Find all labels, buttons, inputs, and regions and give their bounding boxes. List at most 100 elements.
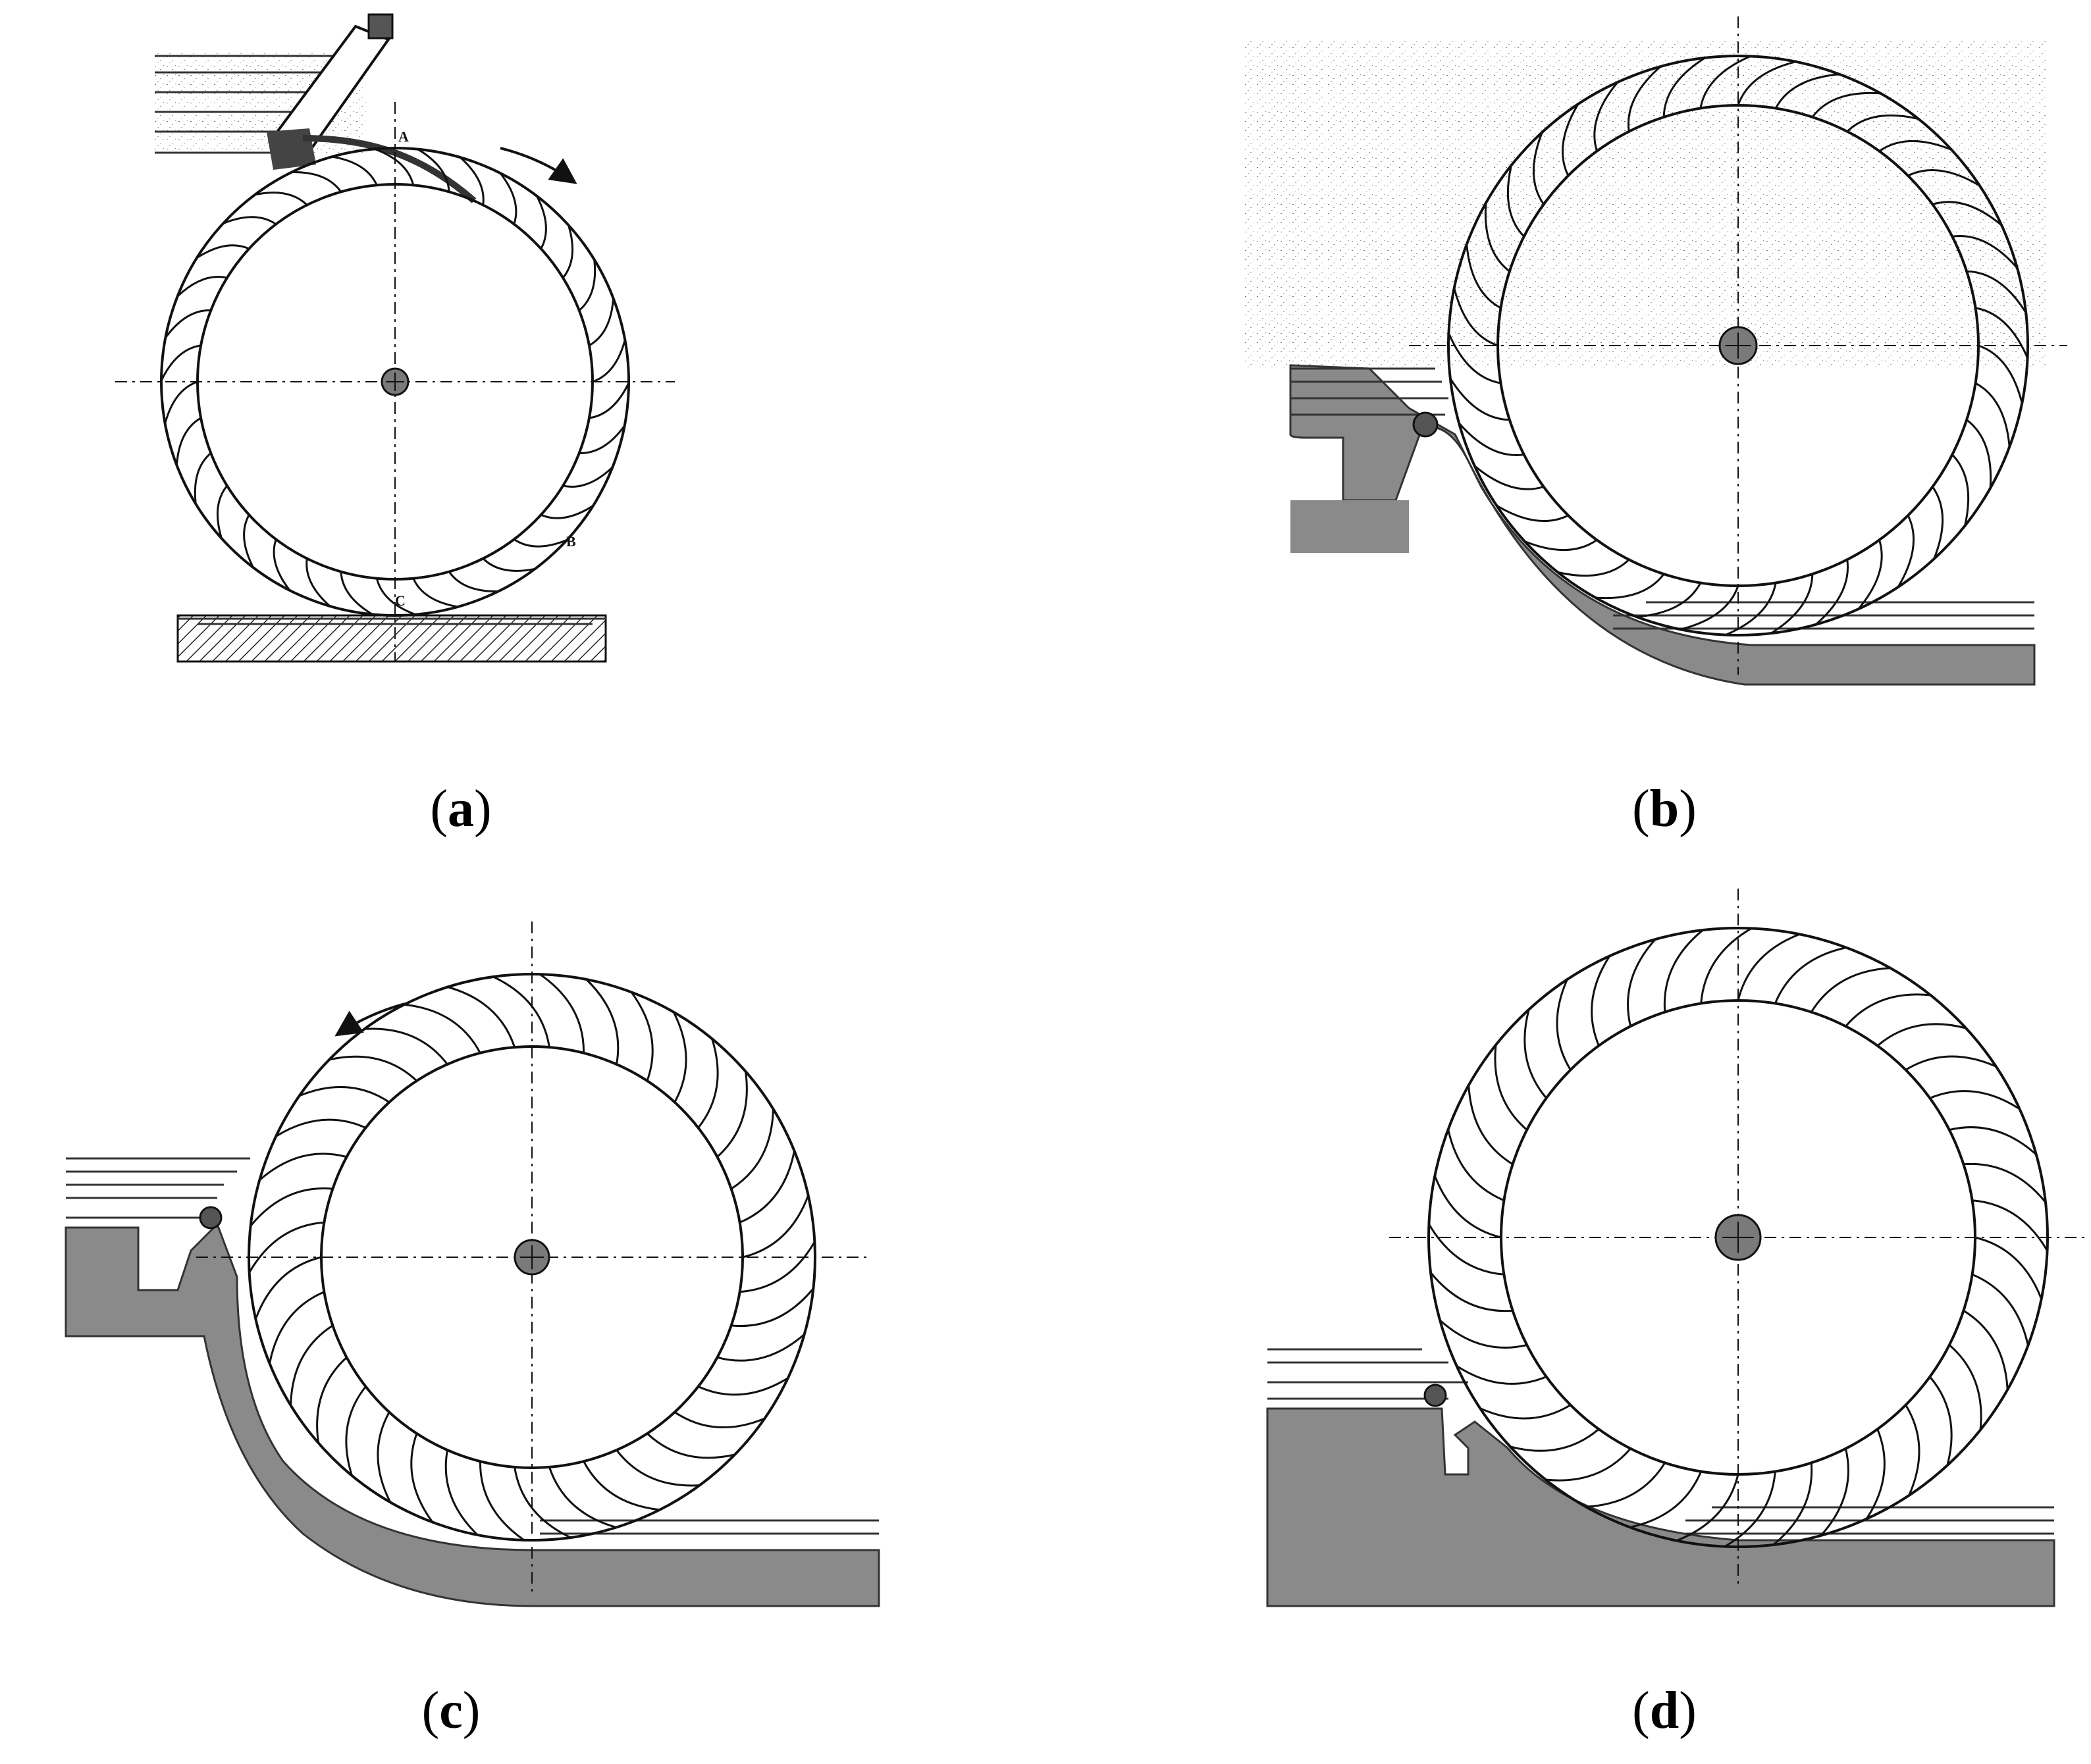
panel-a-wheel-bucket <box>482 558 535 572</box>
panel-c-wheel-bucket <box>583 1461 660 1511</box>
panel-b-wheel-bucket <box>1466 244 1502 309</box>
panel-c-wheel-bucket <box>716 1071 748 1158</box>
panel-d-wheel <box>1389 889 2087 1586</box>
panel-c-wheel-bucket <box>444 1449 479 1536</box>
panel-d-wheel-bucket <box>1774 947 1847 1004</box>
panel-b-wheel-bucket <box>1449 378 1510 421</box>
panel-d-wheel-bucket <box>1627 939 1656 1027</box>
panel-b-wheel-bucket <box>1978 344 2023 403</box>
panel-c-wheel-bucket <box>447 986 516 1048</box>
panel-d-wheel-bucket <box>1963 1309 2009 1390</box>
panel-b-headwater-lines <box>1290 367 1448 416</box>
panel-c-wheel-bucket <box>672 1012 687 1103</box>
panel-b-wheel-bucket <box>1897 515 1915 588</box>
panel-c-wheel-bucket <box>585 978 620 1065</box>
panel-a-wheel-bucket <box>448 571 498 593</box>
panel-a-wheel-bucket <box>535 195 547 249</box>
panel-a-ground <box>176 614 607 663</box>
panel-b-wheel-bucket <box>1951 454 1970 527</box>
panel-b-wheel-bucket <box>1532 132 1545 205</box>
panel-a-wheel-bucket <box>305 558 331 608</box>
panel-d-wheel-bucket <box>1929 1090 2021 1110</box>
panel-d-wheel-bucket <box>1629 1471 1703 1528</box>
panel-a-wheel-bucket <box>255 192 308 206</box>
panel-a-rotation-arrow <box>500 147 577 184</box>
panel-d-wheel-bucket <box>1545 1447 1631 1482</box>
panel-a-wheel-bucket <box>176 276 228 298</box>
panel-d-wheel-bucket <box>1663 929 1704 1012</box>
panel-c-wheel-bucket <box>479 1461 525 1542</box>
panel-a-wheel-bucket <box>175 417 201 465</box>
panel-a-wheel-bucket <box>292 170 342 193</box>
panel-a-point-label-a: A <box>398 128 409 145</box>
panel-c-wheel-bucket <box>290 1324 334 1406</box>
panel-c-wheel-bucket <box>739 1241 816 1293</box>
panel-d-wheel-bucket <box>1905 1055 1997 1071</box>
panel-d-wheel-bucket <box>1772 1463 1813 1546</box>
panel-c-wheel-bucket <box>739 1151 795 1224</box>
panel-b-wheel-bucket <box>1496 504 1569 523</box>
panel-d-wheel-bucket <box>1845 993 1931 1027</box>
panel-a-wheel-bucket <box>332 155 378 186</box>
panel-d-headwater-lines <box>1267 1348 1468 1400</box>
panel-b-wheel-bucket <box>1628 65 1662 132</box>
panel-c-headwater-lines <box>66 1157 250 1219</box>
panel-d-wheel-bucket <box>1439 1319 1527 1349</box>
panel-a-wheel <box>115 102 675 662</box>
panel-d-wheel-bucket <box>1585 1462 1666 1508</box>
panel-b-wheel-bucket <box>1811 91 1881 118</box>
panel-b-wheel-bucket <box>1951 235 2019 269</box>
panel-d-wheel-bucket <box>1479 1404 1572 1420</box>
panel-b-wheel-bucket <box>1593 81 1619 152</box>
panel-a-wheel-bucket <box>340 571 373 615</box>
panel-a-wheel-bucket <box>579 425 625 454</box>
panel-b-wheel-bucket <box>1473 465 1545 490</box>
panel-d-wheel-bucket <box>1972 1199 2048 1251</box>
panel-a-wheel-bucket <box>541 505 594 519</box>
panel-d-wheel-outer-rim <box>1427 927 2049 1548</box>
panel-c-wheel-outer-rim <box>248 973 816 1542</box>
panel-a-flume-water-lines <box>155 55 356 154</box>
panel-a-wheel-bucket <box>513 538 568 548</box>
panel-b-wheel-bucket <box>1484 203 1510 272</box>
panel-d-wheel-bucket <box>1905 1404 1920 1496</box>
panel-a-water-stream <box>302 135 477 203</box>
panel-d-breastshot-wheel: (d) <box>1266 889 2087 1740</box>
panel-d-wheel-bucket <box>1948 1344 1982 1430</box>
panel-d-wheel-bucket <box>1865 1428 1886 1520</box>
panel-a-wheel-bucket <box>223 216 277 225</box>
panel-a-wheel-bucket <box>196 244 250 259</box>
panel-b-wheel-bucket <box>1506 165 1525 238</box>
panel-c-wheel-bucket <box>250 1187 333 1227</box>
panel-b-wheel-bucket <box>1662 57 1706 117</box>
panel-d-wheel-bucket <box>1963 1162 2047 1203</box>
panel-d-wheel-bucket <box>1737 933 1800 1001</box>
panel-d-wheel-bucket <box>1494 1045 1528 1131</box>
panel-c-wheel-bucket <box>492 975 550 1048</box>
panel-d-wheel-bucket <box>1929 1376 1953 1466</box>
panel-b-wheel-bucket <box>1557 559 1630 577</box>
panel-c-masonry <box>65 1222 880 1607</box>
panel-c-wheel-bucket <box>410 1433 434 1523</box>
panel-d-wheel-bucket <box>1810 967 1891 1013</box>
panel-a-point-label-c: C <box>395 592 406 609</box>
panel-b-wheel-bucket <box>1524 539 1598 552</box>
panel-c-wheel-bucket <box>275 1118 367 1137</box>
panel-c-wheel-bucket <box>616 1449 700 1487</box>
panel-c-wheel-bucket <box>514 1466 571 1539</box>
panel-c-wheel-bucket <box>646 1432 735 1459</box>
panel-c-breastshot-wheel: (c) <box>65 921 880 1740</box>
panel-a-overshot-wheel: A B C (a) <box>115 13 675 838</box>
panel-a-wheel-bucket <box>375 578 416 616</box>
panel-d-wheel-bucket <box>1428 1224 1504 1276</box>
panel-d-wheel-bucket <box>1591 955 1611 1047</box>
panel-d-gate-pivot <box>1423 1384 1447 1407</box>
panel-b-wheel-bucket <box>1974 382 2011 447</box>
panel-b-wheel-bucket <box>1932 486 1944 559</box>
panel-a-wheel-bucket <box>459 156 485 205</box>
panel-b-wheel-bucket <box>1448 332 1501 384</box>
panel-a-point-label-b: B <box>566 533 576 550</box>
panel-b-wheel-bucket <box>1846 114 1919 132</box>
panel-d-wheel-bucket <box>1676 1474 1739 1542</box>
